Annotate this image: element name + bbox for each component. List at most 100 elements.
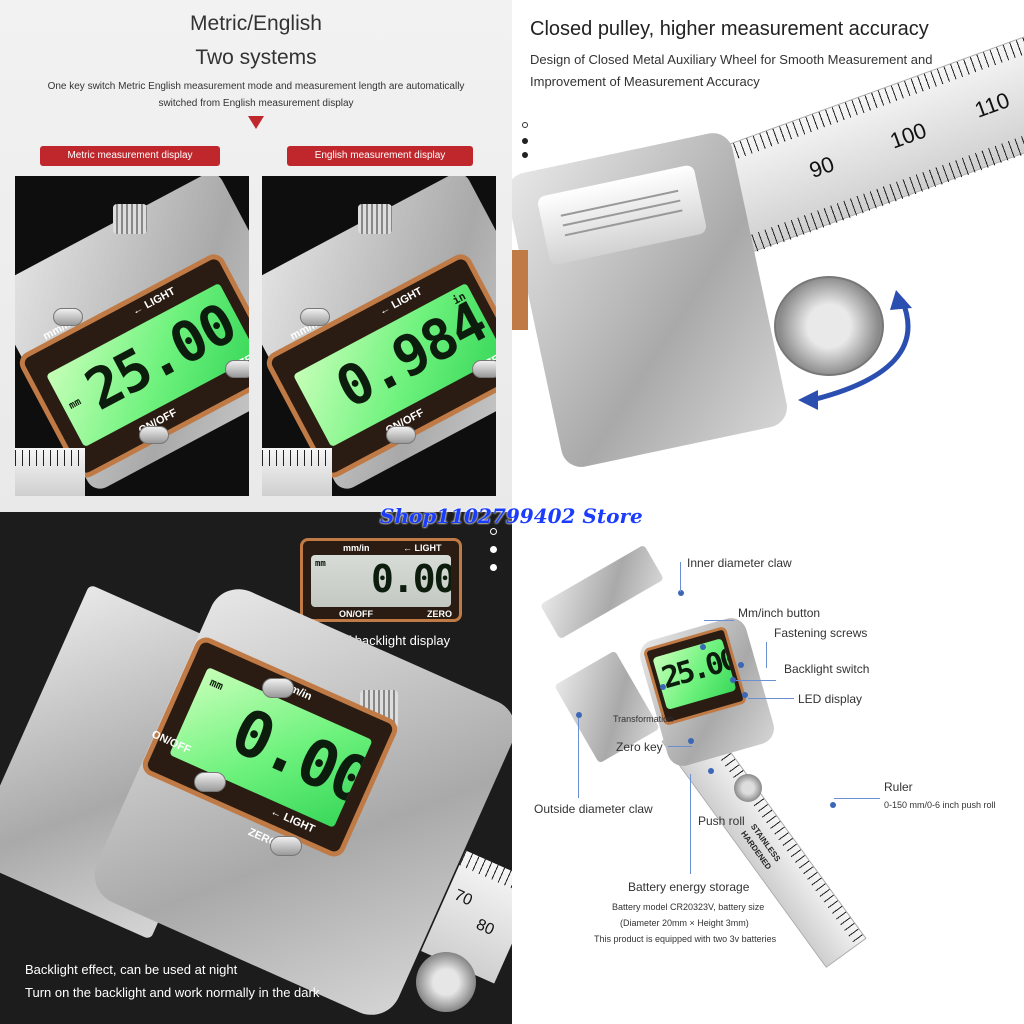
inset-readout: 0.00 [371, 557, 451, 601]
label-outside-diameter-claw: Outside diameter claw [534, 802, 653, 816]
inset-unit-mm: mm [315, 559, 326, 569]
english-readout: 0.984 [325, 289, 496, 422]
lcd-edge [512, 250, 528, 330]
metric-display-photo: mm 25.00 ← LIGHT mm/in ON/OFF ZERO [15, 176, 249, 496]
label-mm-inch-button: Mm/inch button [738, 606, 821, 620]
label-ruler: Ruler [884, 780, 913, 794]
inset-light-label: ← LIGHT [403, 543, 442, 553]
parts-diagram-panel: STAINLESS HARDENED 25.00 Inner diameter … [512, 512, 1024, 1024]
label-battery-line3: This product is equipped with two 3v bat… [594, 934, 777, 944]
store-watermark: Shop1102799402 Store [380, 504, 643, 528]
callout-line [690, 774, 691, 874]
carousel-dot[interactable] [522, 152, 528, 158]
label-backlight-switch: Backlight switch [784, 662, 870, 676]
label-zero-key: Zero key [616, 740, 663, 754]
zero-button[interactable] [225, 360, 249, 378]
mm-in-button[interactable] [262, 678, 294, 698]
callout-line [834, 798, 880, 799]
onoff-button[interactable] [194, 772, 226, 792]
callout-dot [660, 684, 666, 690]
thumb-knob [113, 204, 147, 234]
label-transformation: Transformation [613, 714, 674, 724]
callout-dot [708, 768, 714, 774]
carousel-dot[interactable] [490, 564, 497, 571]
callout-dot [730, 677, 736, 683]
panel-title-line1: Metric/English [190, 12, 322, 35]
scale-label-90: 90 [805, 151, 838, 183]
push-roll-wheel [416, 952, 476, 1012]
inset-lcd: mm 0.00 [311, 555, 451, 607]
metric-tag: Metric measurement display [40, 146, 220, 166]
ruler-ticks [262, 450, 332, 466]
callout-dot [678, 590, 684, 596]
scale-label-80: 80 [473, 916, 497, 939]
inset-mmin-label: mm/in [343, 543, 370, 553]
caption-line2: Turn on the backlight and work normally … [25, 985, 320, 1000]
onoff-button[interactable] [139, 426, 169, 444]
down-arrow-icon [248, 116, 264, 129]
callout-line [748, 698, 794, 699]
label-fastening-screws: Fastening screws [774, 626, 868, 640]
callout-line [704, 620, 734, 621]
panel-title-line2: Two systems [195, 46, 317, 69]
metric-readout: 25.00 [75, 291, 246, 424]
inset-zero-label: ZERO [427, 609, 453, 619]
label-inner-diameter-claw: Inner diameter claw [687, 556, 792, 570]
inner-jaw [540, 544, 664, 640]
callout-dot [742, 692, 748, 698]
callout-dot [830, 802, 836, 808]
diagram-lcd: 25.00 [652, 638, 737, 710]
thumb-knob [358, 204, 392, 234]
panel-desc-line2: Improvement of Measurement Accuracy [530, 74, 760, 89]
english-tag: English measurement display [287, 146, 473, 166]
callout-line [680, 562, 681, 592]
english-display-photo: 0.984 in ← LIGHT mm/in ON/OFF ZERO [262, 176, 496, 496]
carousel-dot[interactable] [522, 122, 528, 128]
label-push-roll: Push roll [698, 814, 745, 828]
callout-line [578, 718, 579, 798]
inset-onoff-label: ON/OFF [339, 609, 373, 619]
mm-in-button[interactable] [300, 308, 330, 326]
scale-label-100: 100 [886, 117, 930, 154]
panel-desc-line2: switched from English measurement displa… [158, 98, 354, 109]
inset-display: mm/in ← LIGHT mm 0.00 ON/OFF ZERO [300, 538, 462, 622]
ruler-segment [262, 448, 332, 496]
closed-pulley-panel: Closed pulley, higher measurement accura… [512, 0, 1024, 512]
onoff-button[interactable] [386, 426, 416, 444]
callout-dot [576, 712, 582, 718]
carousel-dot[interactable] [490, 528, 497, 535]
unit-mm: mm [67, 396, 84, 412]
caliper-ruler: 90 100 110 [712, 6, 1024, 254]
mm-in-button[interactable] [53, 308, 83, 326]
carousel-dot[interactable] [522, 138, 528, 144]
zero-button[interactable] [270, 836, 302, 856]
panel-desc-line1: Design of Closed Metal Auxiliary Wheel f… [530, 52, 933, 67]
metric-english-panel: Metric/English Two systems One key switc… [0, 0, 512, 512]
panel-desc-line1: One key switch Metric English measuremen… [47, 81, 465, 92]
ruler-ticks [15, 450, 85, 466]
label-led-display: LED display [798, 692, 863, 706]
carousel-dot[interactable] [490, 546, 497, 553]
scale-label-70: 70 [451, 886, 475, 910]
label-battery-title: Battery energy storage [628, 880, 750, 894]
backlight-panel: mm/in ← LIGHT mm 0.00 ON/OFF ZERO Turn o… [0, 512, 512, 1024]
main-unit-mm: mm [207, 675, 226, 693]
panel-title: Closed pulley, higher measurement accura… [530, 18, 929, 40]
ruler-segment [15, 448, 85, 496]
push-roll-knob [734, 774, 762, 802]
callout-dot [700, 644, 706, 650]
diagram-readout: 25.00 [657, 641, 737, 697]
main-readout: 0.00 [220, 694, 373, 821]
pulley-wheel [774, 276, 884, 376]
rotate-arrow-icon [798, 290, 912, 410]
label-battery-line2: (Diameter 20mm × Height 3mm) [620, 918, 749, 928]
zero-button[interactable] [472, 360, 496, 378]
callout-line [668, 746, 692, 747]
callout-line [766, 642, 767, 668]
label-ruler-desc: 0-150 mm/0-6 inch push roll [884, 800, 996, 810]
label-battery-line1: Battery model CR20323V, battery size [612, 902, 765, 912]
callout-dot [738, 662, 744, 668]
callout-line [736, 680, 776, 681]
caption-line1: Backlight effect, can be used at night [25, 962, 238, 977]
callout-dot [688, 738, 694, 744]
